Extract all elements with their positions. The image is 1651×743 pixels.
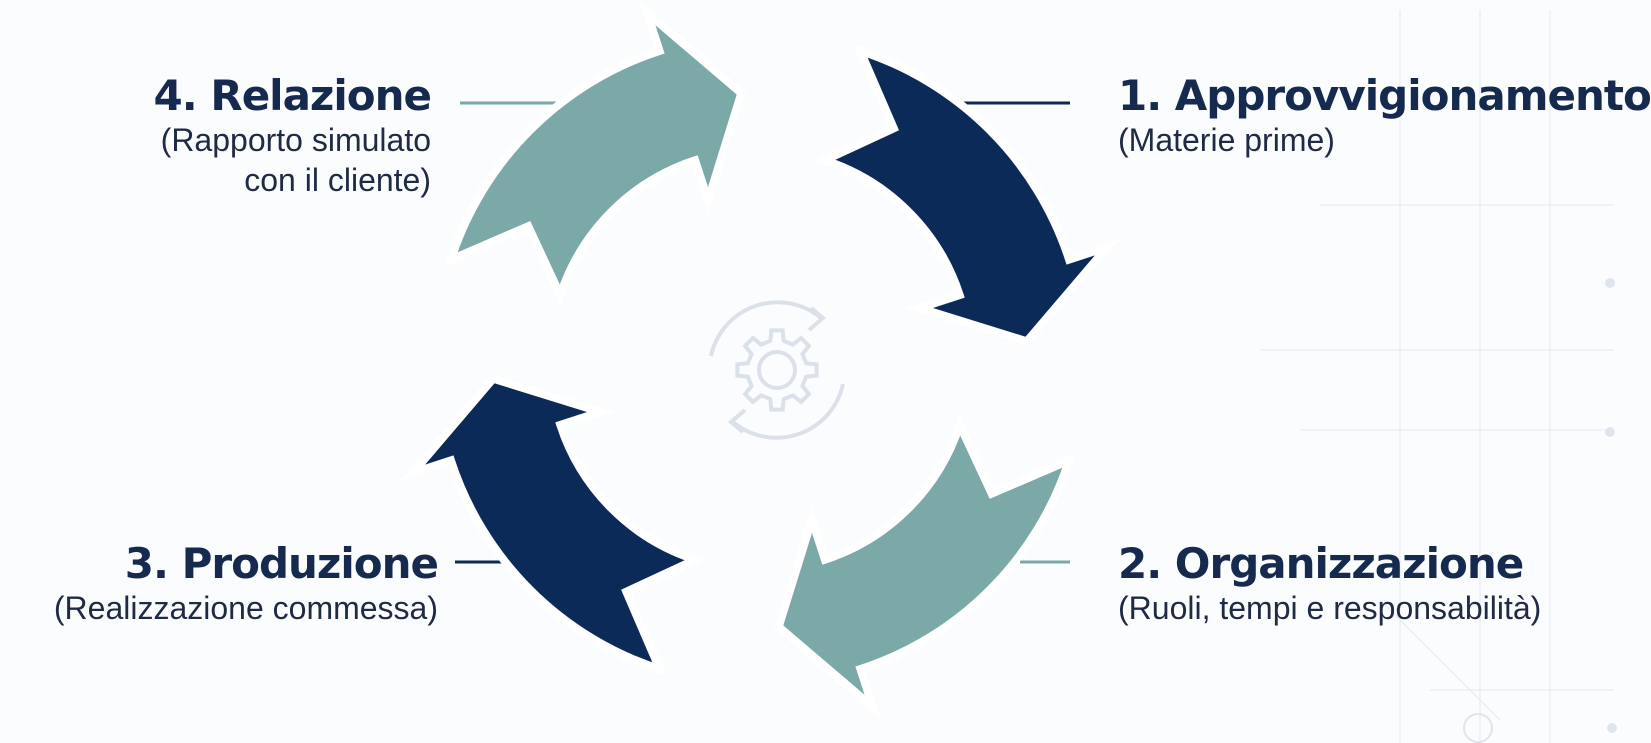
step-3-title: 3. Produzione bbox=[124, 539, 439, 588]
cycle-arrow-step-1 bbox=[813, 44, 1120, 346]
step-1-title: 1. Approvvigionamento bbox=[1118, 71, 1651, 120]
step-4-subtitle-line-1: (Rapporto simulato bbox=[160, 122, 431, 158]
step-1-subtitle: (Materie prime) bbox=[1118, 122, 1335, 158]
cycle-arrows bbox=[400, 0, 1120, 720]
step-4-subtitle-line-2: con il cliente) bbox=[244, 162, 431, 198]
gear-refresh-icon bbox=[709, 300, 845, 440]
step-4-title: 4. Relazione bbox=[153, 71, 432, 120]
step-4-label: 4. Relazione (Rapporto simulato con il c… bbox=[153, 71, 432, 200]
step-3-subtitle: (Realizzazione commessa) bbox=[53, 590, 438, 626]
cycle-diagram bbox=[400, 0, 1120, 720]
cycle-arrow-step-4 bbox=[444, 0, 746, 307]
leader-lines bbox=[455, 101, 1070, 564]
step-1-label: 1. Approvvigionamento (Materie prime) bbox=[1118, 72, 1651, 160]
step-2-subtitle: (Ruoli, tempi e responsabilità) bbox=[1118, 590, 1542, 626]
cycle-arrow-step-2 bbox=[774, 414, 1076, 720]
background-grid bbox=[1260, 10, 1617, 743]
step-2-title: 2. Organizzazione bbox=[1118, 539, 1524, 588]
cycle-arrow-step-3 bbox=[400, 374, 706, 676]
step-3-label: 3. Produzione (Realizzazione commessa) bbox=[53, 539, 439, 628]
step-2-label: 2. Organizzazione (Ruoli, tempi e respon… bbox=[1118, 540, 1541, 628]
